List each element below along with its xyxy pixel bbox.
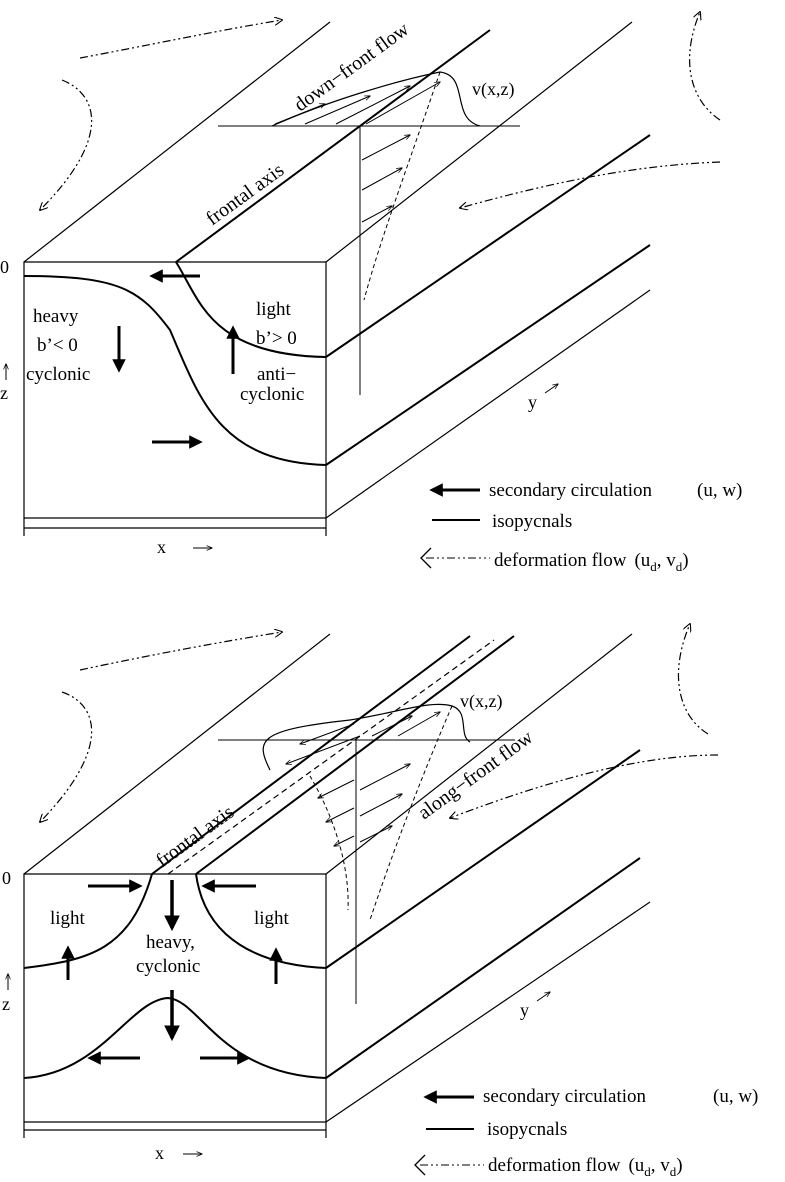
legend-deformation-head	[420, 547, 432, 569]
top-anti1-label: anti−	[257, 364, 296, 385]
bottom-legend-isopycnals: isopycnals	[487, 1119, 567, 1140]
bottom-secondary-circulation	[61, 879, 283, 1065]
top-isopycnals	[23, 29, 651, 466]
top-legend-secondary-vars: (u, w)	[697, 480, 742, 501]
top-light-label: light	[256, 299, 292, 320]
top-y-axis-arrow	[544, 384, 558, 394]
bottom-v-label: v(x,z)	[460, 691, 502, 712]
bottom-isopycnals	[23, 635, 641, 1079]
top-secondary-circulation	[112, 269, 240, 449]
top-light-b-label: b’> 0	[256, 328, 297, 349]
top-panel: down−front flow v(x,z) frontal axis 0 he…	[0, 12, 742, 574]
top-velocity-profile	[218, 71, 520, 395]
bottom-legend-secondary: secondary circulation	[483, 1086, 647, 1107]
bottom-legend: secondary circulation (u, w) isopycnals …	[414, 1086, 758, 1179]
top-zero-label: 0	[0, 257, 9, 277]
bottom-light-right-label: light	[254, 908, 290, 929]
top-heavy-vort-label: cyclonic	[26, 364, 90, 385]
bottom-y-axis-arrow	[536, 992, 550, 1002]
top-z-label: z	[0, 383, 8, 403]
bottom-legend-secondary-vars: (u, w)	[713, 1086, 758, 1107]
bottom-light-left-label: light	[50, 908, 86, 929]
top-axis-label: frontal axis	[202, 159, 288, 230]
bottom-axis-label: frontal axis	[152, 801, 238, 872]
bottom-flow-label: along−front flow	[414, 726, 538, 824]
bottom-zero-label: 0	[2, 868, 11, 888]
top-deformation-flow	[40, 12, 721, 210]
bottom-deformation-flow	[40, 624, 719, 822]
top-legend-secondary: secondary circulation	[489, 480, 653, 501]
legend-deformation-head	[414, 1154, 426, 1176]
top-legend-deformation: deformation flow(ud, vd)	[494, 550, 689, 574]
top-box-outline	[23, 21, 651, 536]
top-heavy-label: heavy	[33, 306, 79, 327]
bottom-y-label: y	[520, 1000, 529, 1020]
top-anti2-label: cyclonic	[240, 384, 304, 405]
top-y-label: y	[528, 392, 537, 412]
top-x-label: x	[157, 537, 166, 557]
bottom-panel: along−front flow v(x,z) frontal axis 0 l…	[2, 624, 758, 1179]
bottom-heavy1-label: heavy,	[146, 932, 195, 953]
top-v-label: v(x,z)	[472, 79, 514, 100]
top-legend: secondary circulation (u, w) isopycnals …	[420, 480, 742, 574]
top-heavy-b-label: b’< 0	[37, 335, 78, 356]
bottom-legend-deformation: deformation flow(ud, vd)	[488, 1155, 683, 1179]
bottom-heavy2-label: cyclonic	[136, 956, 200, 977]
bottom-velocity-profile	[218, 703, 515, 1004]
bottom-x-label: x	[155, 1143, 164, 1163]
top-legend-isopycnals: isopycnals	[492, 511, 572, 532]
bottom-z-label: z	[2, 994, 10, 1014]
